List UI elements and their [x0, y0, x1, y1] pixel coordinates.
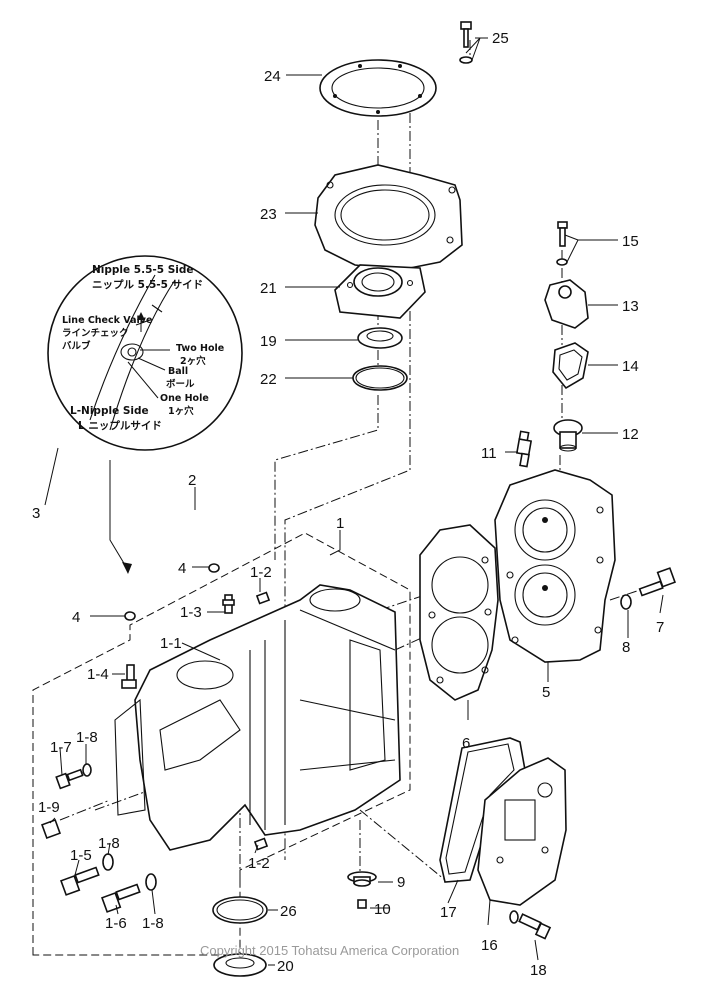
part-4-nipple-lower: [124, 611, 136, 621]
label-17: 17: [440, 904, 457, 921]
part-1-3-fitting: [222, 594, 235, 614]
inset-two-hole-jp: 2ヶ穴: [180, 355, 206, 367]
part-15-bolt-washer: [556, 221, 568, 266]
part-2-hose: [126, 512, 216, 601]
part-1-7-bolt: [55, 768, 84, 790]
label-13: 13: [622, 298, 639, 315]
label-1-9: 1-9: [38, 799, 60, 816]
part-number-labels: 24 25 23 21 19 22 15 13 14 12 11 3 2 1 4…: [32, 30, 664, 979]
label-21: 21: [260, 280, 277, 297]
label-1: 1: [336, 515, 344, 532]
label-1-1: 1-1: [160, 635, 182, 652]
label-4-lower: 4: [72, 609, 80, 626]
label-1-6: 1-6: [105, 915, 127, 932]
crankcase-group-outline: [32, 532, 411, 956]
label-1-2-lower: 1-2: [248, 855, 270, 872]
copyright-notice: Copyright 2015 Tohatsu America Corporati…: [200, 943, 459, 958]
inset-check-valve-detail: Nipple 5.5-5 Side ニップル 5.5-5 サイド Line Ch…: [47, 255, 243, 451]
inset-one-hole-en: One Hole: [160, 393, 209, 404]
part-19-oil-seal: [357, 327, 403, 349]
label-9: 9: [397, 874, 405, 891]
label-26: 26: [280, 903, 297, 920]
label-18: 18: [530, 962, 547, 979]
label-6: 6: [462, 735, 470, 752]
inset-l-nipple-en: L-Nipple Side: [70, 405, 149, 417]
label-4-upper: 4: [178, 560, 186, 577]
part-18-bolt: [509, 910, 552, 940]
label-1-8-b: 1-8: [98, 835, 120, 852]
label-8: 8: [622, 639, 630, 656]
part-1-8-washer-b: [102, 853, 114, 871]
inset-ball-jp: ボール: [166, 378, 195, 390]
label-1-8-a: 1-8: [76, 729, 98, 746]
label-19: 19: [260, 333, 277, 350]
label-11: 11: [481, 445, 497, 462]
part-13-thermostat-cover: [544, 279, 589, 329]
label-3: 3: [32, 505, 40, 522]
inset-l-nipple-jp: L ニップルサイド: [78, 419, 162, 432]
inset-nipple-side-jp: ニップル 5.5-5 サイド: [92, 278, 203, 291]
part-8-washer: [620, 594, 632, 610]
part-22-o-ring: [352, 365, 408, 391]
part-12-thermostat: [553, 419, 583, 452]
part-10-screw: [357, 899, 367, 909]
label-14: 14: [622, 358, 639, 375]
label-20: 20: [277, 958, 294, 975]
inset-two-hole-en: Two Hole: [176, 343, 224, 354]
part-14-gasket: [552, 342, 589, 390]
part-1-9-plug: [41, 819, 61, 839]
leader-lines: [44, 37, 664, 966]
part-16-side-cover: [477, 757, 567, 906]
part-1-8-washer-c: [145, 873, 157, 891]
part-9-grommet: [347, 871, 377, 887]
label-24: 24: [264, 68, 281, 85]
part-5-cylinder-head: [494, 469, 616, 663]
part-26-o-ring: [212, 896, 268, 924]
label-25: 25: [492, 30, 509, 47]
part-1-4-l-nipple: [121, 664, 137, 689]
label-7: 7: [656, 619, 664, 636]
part-1-2-dowel-upper: [255, 591, 271, 605]
label-1-5: 1-5: [70, 847, 92, 864]
label-1-4: 1-4: [87, 666, 109, 683]
label-23: 23: [260, 206, 277, 223]
label-22: 22: [260, 371, 277, 388]
part-11-spark-plug: [515, 430, 533, 468]
inset-check-valve-jp2: バルブ: [62, 340, 91, 352]
part-24-cover-plate: [319, 59, 437, 117]
label-2: 2: [188, 472, 196, 489]
label-12: 12: [622, 426, 639, 443]
inset-one-hole-jp: 1ヶ穴: [168, 405, 194, 417]
label-1-7: 1-7: [50, 739, 72, 756]
part-1-5-bolt: [60, 866, 100, 896]
part-4-nipple-upper: [208, 563, 220, 573]
label-1-3: 1-3: [180, 604, 202, 621]
inset-check-valve-jp1: ラインチェック: [62, 328, 129, 339]
part-20-oil-seal: [213, 953, 267, 977]
part-25-bolt-washer: [459, 21, 473, 64]
label-15: 15: [622, 233, 639, 250]
inset-check-valve-en: Line Check Valve: [62, 315, 152, 326]
label-1-2-upper: 1-2: [250, 564, 272, 581]
label-5: 5: [542, 684, 550, 701]
part-1-2-dowel-lower: [253, 837, 269, 851]
part-21-flange: [334, 264, 426, 319]
label-16: 16: [481, 937, 498, 954]
part-1-6-bolt: [101, 883, 141, 913]
label-1-8-c: 1-8: [142, 915, 164, 932]
part-23-adapter-plate: [314, 164, 463, 271]
inset-nipple-side-en: Nipple 5.5-5 Side: [92, 264, 194, 276]
part-1-8-washer-a: [82, 763, 92, 777]
part-6-head-gasket: [419, 524, 499, 701]
inset-ball-en: Ball: [168, 366, 188, 377]
part-1-crankcase: [114, 584, 401, 851]
part-7-bolt: [638, 567, 676, 597]
label-10: 10: [374, 901, 391, 918]
